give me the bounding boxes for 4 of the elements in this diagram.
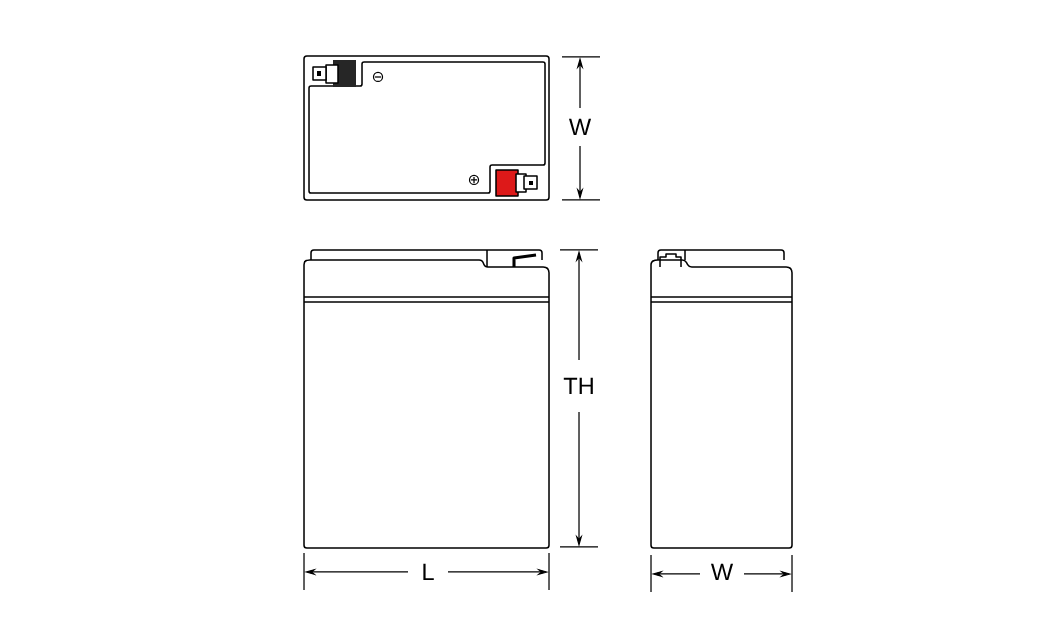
dimension-label: W bbox=[569, 118, 592, 136]
dimension-label: L bbox=[423, 563, 434, 581]
dimension-label: W bbox=[711, 563, 734, 581]
dimension-label: TH bbox=[563, 377, 593, 395]
